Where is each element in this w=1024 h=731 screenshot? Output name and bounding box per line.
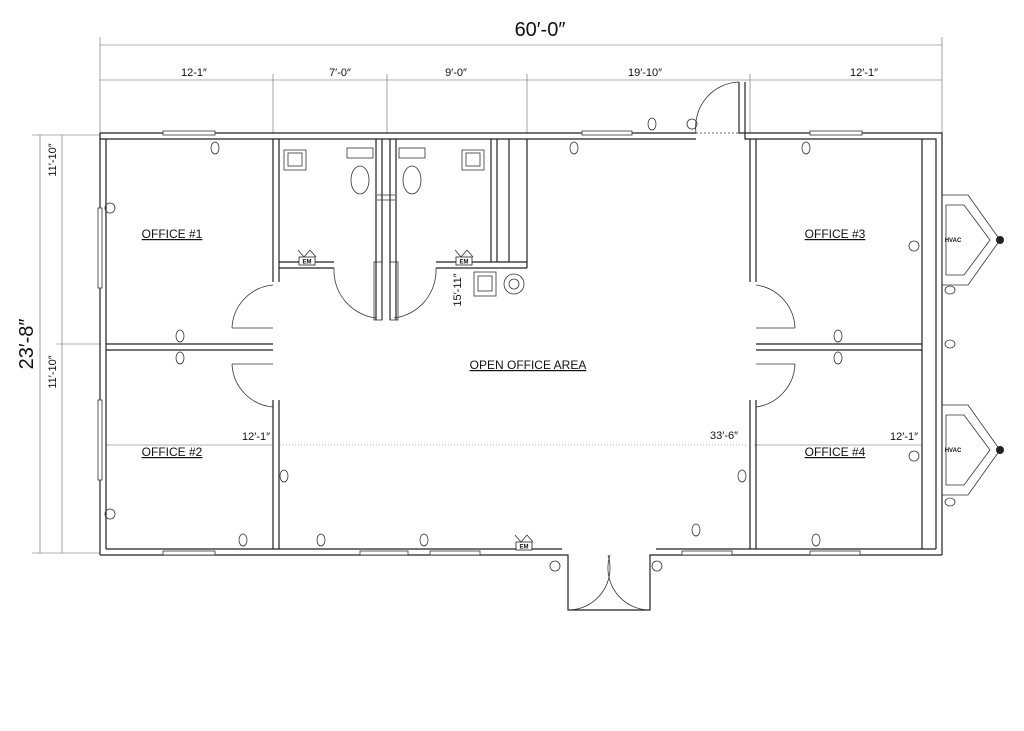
overall-depth-dimension: 23′-8″ xyxy=(16,319,38,370)
dimension-seg-5: 12′-1″ xyxy=(850,67,878,79)
hvac-unit-upper: HVAC xyxy=(941,194,1004,286)
dimension-seg-3: 9′-0″ xyxy=(445,67,467,79)
dimension-left-lower: 11′-10″ xyxy=(47,355,59,388)
dimension-lines xyxy=(32,37,943,554)
dimension-open-width: 33′-6″ xyxy=(710,430,738,442)
dimension-seg-1: 12-1″ xyxy=(181,67,207,79)
restroom-fixtures xyxy=(283,147,525,297)
electrical-outlets xyxy=(104,117,956,572)
doors xyxy=(231,81,796,611)
emergency-light-restroom-1: EM xyxy=(297,249,317,266)
hvac-label: HVAC xyxy=(945,238,962,244)
exterior-walls xyxy=(99,82,943,611)
interior-walls xyxy=(106,139,922,549)
room-label-open-area: OPEN OFFICE AREA xyxy=(470,358,587,372)
emergency-light-open-area: EM xyxy=(514,534,534,551)
hvac-unit-lower: HVAC xyxy=(941,404,1004,496)
em-label: EM xyxy=(303,260,312,266)
em-label: EM xyxy=(460,260,469,266)
dimension-seg-4: 19′-10″ xyxy=(628,67,662,79)
room-label-office-4: OFFICE #4 xyxy=(805,445,866,459)
windows xyxy=(97,130,863,556)
overall-width-dimension: 60′-0″ xyxy=(515,19,566,41)
room-label-office-1: OFFICE #1 xyxy=(142,227,203,241)
hvac-label: HVAC xyxy=(945,448,962,454)
room-label-office-2: OFFICE #2 xyxy=(142,445,203,459)
dimension-seg-2: 7′-0″ xyxy=(329,67,351,79)
dimension-restroom-depth: 15′-11″ xyxy=(452,273,464,306)
dimension-office4-width: 12′-1″ xyxy=(890,431,918,443)
dimension-left-upper: 11′-10″ xyxy=(47,143,59,176)
emergency-light-restroom-2: EM xyxy=(454,249,474,266)
dimension-office2-width: 12′-1″ xyxy=(242,431,270,443)
room-label-office-3: OFFICE #3 xyxy=(805,227,866,241)
em-label: EM xyxy=(520,545,529,551)
